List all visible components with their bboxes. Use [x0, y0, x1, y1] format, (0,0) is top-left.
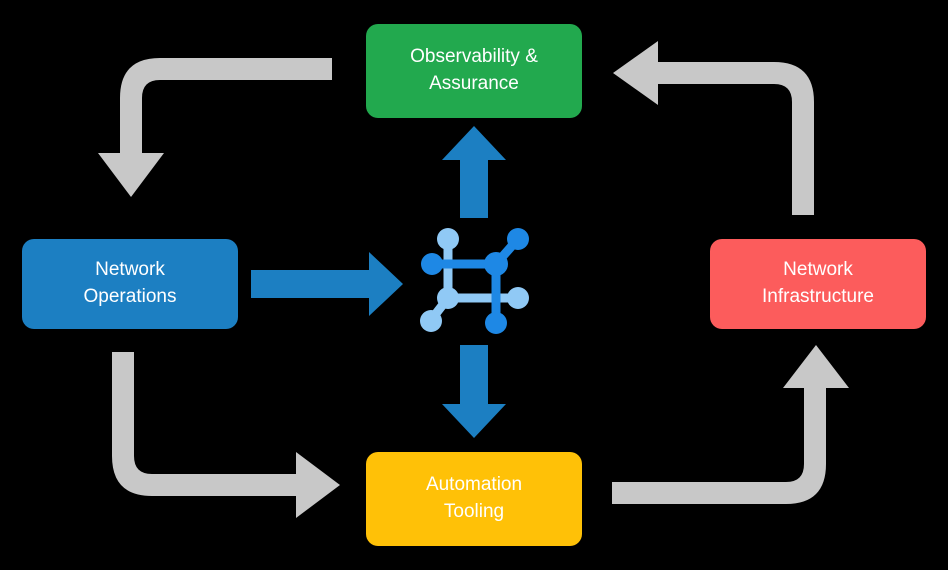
node-hub-dark: [484, 252, 508, 276]
node-mid-light: [437, 287, 459, 309]
arrow-network-infrastructure-to-observability: [613, 41, 814, 215]
node-bottom-dark: [485, 312, 507, 334]
node-network-operations[interactable]: Network Operations: [22, 239, 238, 329]
node-left-dark: [421, 253, 443, 275]
network-topology-icon: [420, 228, 529, 334]
arrow-network-operations-to-automation-tooling: [112, 352, 340, 518]
node-observability-assurance[interactable]: Observability & Assurance: [366, 24, 582, 118]
node-upper-right-dark: [507, 228, 529, 250]
node-automation-tooling[interactable]: Automation Tooling: [366, 452, 582, 546]
node-top-light: [437, 228, 459, 250]
arrow-automation-tooling-to-network-infrastructure: [612, 345, 849, 504]
node-network-infrastructure[interactable]: Network Infrastructure: [710, 239, 926, 329]
arrow-network-operations-to-center: [251, 252, 403, 316]
arrow-center-to-observability: [442, 126, 506, 218]
node-right-light: [507, 287, 529, 309]
node-lower-left-light: [420, 310, 442, 332]
arrow-observability-to-network-operations: [98, 58, 332, 197]
arrow-center-to-automation-tooling: [442, 345, 506, 438]
